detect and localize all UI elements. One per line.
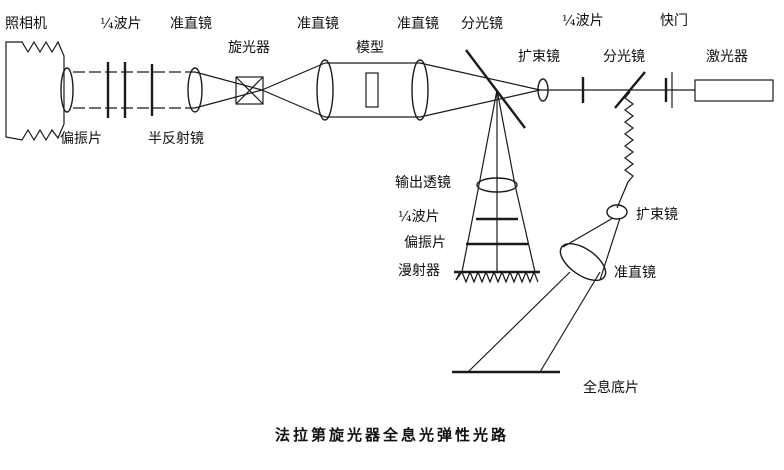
beam-expander-1 xyxy=(537,78,549,102)
label-collimator-3: 准直镜 xyxy=(397,16,439,32)
label-expander-1: 扩束镜 xyxy=(518,49,560,65)
label-camera: 照相机 xyxy=(5,16,47,32)
label-polarizer-2: 偏振片 xyxy=(404,235,446,251)
label-collimator-4: 准直镜 xyxy=(614,265,656,281)
collimator-lens-2 xyxy=(316,59,334,121)
label-collimator-1: 准直镜 xyxy=(170,16,212,32)
beam-splitter-2 xyxy=(614,71,646,109)
label-rotator: 旋光器 xyxy=(228,40,270,56)
collimator-lens-3 xyxy=(411,59,429,121)
collimator-lens-4 xyxy=(559,242,607,282)
label-laser: 激光器 xyxy=(706,49,748,65)
label-diffuser: 漫射器 xyxy=(398,263,440,279)
illumination-beam xyxy=(461,89,536,273)
label-quarter-wave-2: ¼波片 xyxy=(562,13,604,29)
output-lens xyxy=(476,177,518,193)
label-splitter-1: 分光镜 xyxy=(461,16,503,32)
label-output-lens: 输出透镜 xyxy=(395,175,451,191)
figure-caption: 法拉第旋光器全息光弹性光路 xyxy=(274,426,509,444)
reference-beam xyxy=(467,217,621,373)
label-hologram-plate: 全息底片 xyxy=(583,380,639,396)
laser xyxy=(694,79,774,102)
label-model: 模型 xyxy=(356,40,384,56)
camera-lens xyxy=(60,67,74,113)
label-quarter-wave-1: ¼波片 xyxy=(100,16,142,32)
main-beam xyxy=(73,62,695,118)
label-half-mirror: 半反射镜 xyxy=(148,131,204,147)
label-polarizer-1: 偏振片 xyxy=(60,131,102,147)
label-shutter: 快门 xyxy=(660,13,688,29)
collimator-lens-1 xyxy=(187,67,203,113)
diffuser xyxy=(454,270,540,284)
faraday-rotator xyxy=(235,76,264,105)
camera xyxy=(5,40,74,142)
label-collimator-2: 准直镜 xyxy=(297,16,339,32)
beam-expander-2 xyxy=(606,204,628,220)
label-splitter-2: 分光镜 xyxy=(603,49,645,65)
label-quarter-wave-3: ¼波片 xyxy=(398,209,440,225)
shutter xyxy=(664,72,673,108)
label-expander-2: 扩束镜 xyxy=(636,207,678,223)
reference-beam-wavy xyxy=(616,91,634,209)
beam-splitter-1 xyxy=(465,49,526,129)
model xyxy=(365,72,379,108)
